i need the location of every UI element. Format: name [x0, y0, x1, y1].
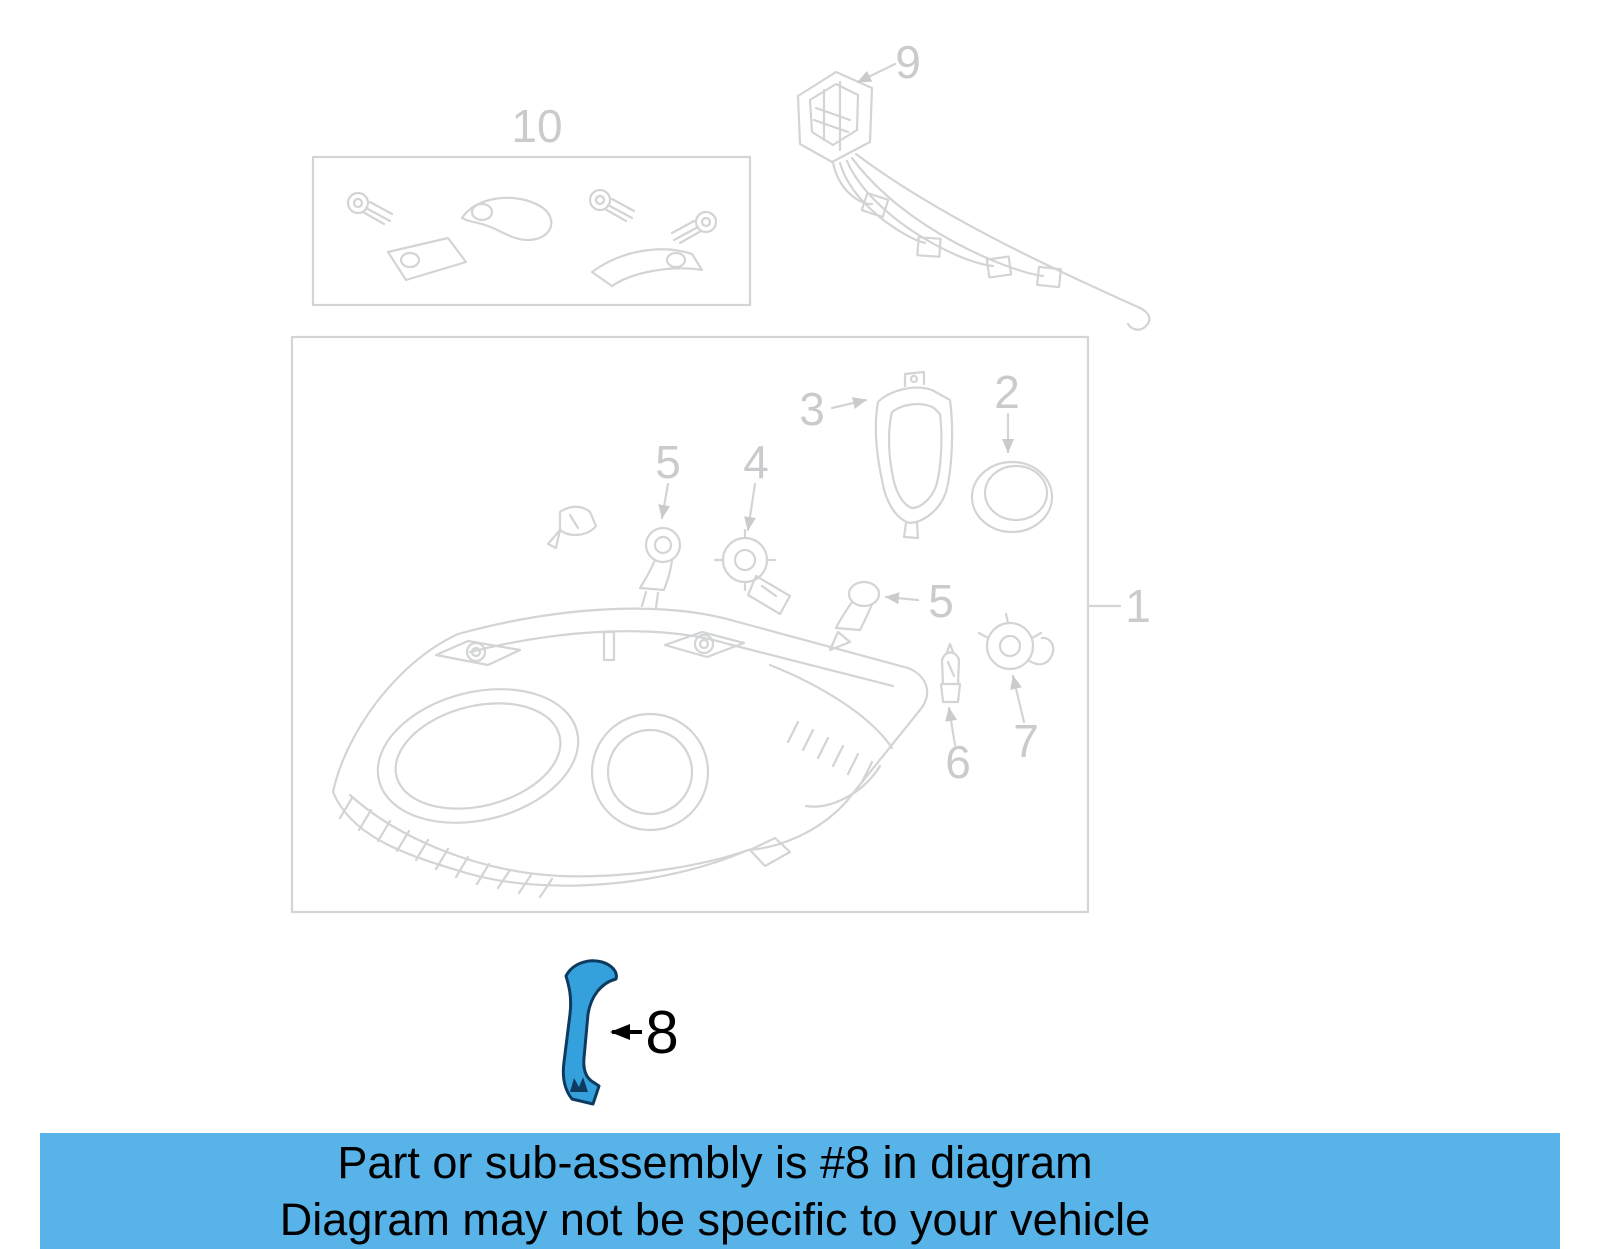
wiring-harness-part9: [796, 70, 1151, 331]
callout-5b: 5: [928, 575, 954, 627]
headlamp-assembly-box-part1: [290, 335, 1122, 914]
callout-arrows: [658, 62, 1026, 747]
callout-7: 7: [1013, 715, 1039, 767]
callout-6: 6: [945, 736, 971, 788]
callout-4: 4: [743, 436, 769, 488]
highlighted-part-8: 8: [561, 959, 679, 1106]
hardware-kit-box-part10: [311, 155, 752, 307]
callout-labels: 10 9 3 2 5 4 5 1 6 7: [511, 36, 1150, 788]
faded-parts-art: [290, 62, 1151, 914]
callout-5a: 5: [655, 436, 681, 488]
part-8-detail-mark: [570, 1077, 588, 1092]
part-8-label: 8: [645, 999, 678, 1066]
part-8-shape: [561, 959, 618, 1106]
info-banner: Part or sub-assembly is #8 in diagram Di…: [40, 1133, 1560, 1249]
callout-3: 3: [799, 383, 825, 435]
callout-1: 1: [1125, 580, 1151, 632]
callout-9: 9: [895, 36, 921, 88]
callout-2: 2: [994, 366, 1020, 418]
callout-10: 10: [511, 100, 562, 152]
banner-line1: Part or sub-assembly is #8 in diagram: [337, 1137, 1093, 1188]
banner-line2: Diagram may not be specific to your vehi…: [279, 1194, 1151, 1245]
